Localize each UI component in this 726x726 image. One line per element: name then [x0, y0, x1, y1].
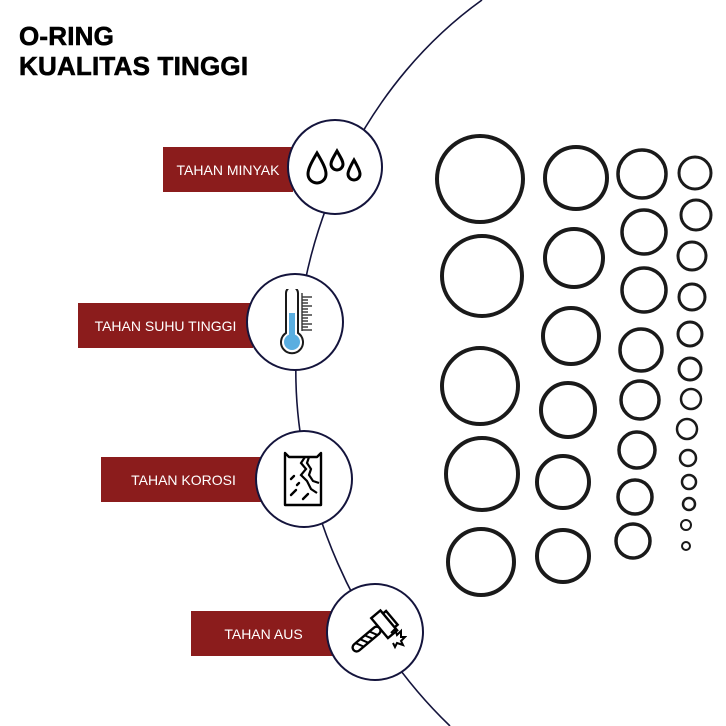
thermometer-icon — [280, 289, 312, 355]
oring — [619, 379, 661, 421]
oring — [680, 519, 692, 531]
oil-drops-icon — [306, 147, 362, 185]
feature-label-oil: TAHAN MINYAK — [163, 147, 293, 192]
page-title: O-RING KUALITAS TINGGI — [19, 21, 249, 82]
oring — [444, 436, 520, 512]
feature-label-heat: TAHAN SUHU TINGGI — [78, 303, 253, 348]
oring — [617, 430, 657, 470]
feature-label-wear: TAHAN AUS — [191, 611, 336, 656]
oring — [620, 266, 668, 314]
oring — [678, 448, 698, 468]
feature-badge-corrosion — [255, 430, 353, 528]
feature-badge-wear — [326, 583, 424, 681]
oring — [616, 148, 668, 200]
oring — [446, 527, 516, 597]
oring — [440, 346, 520, 426]
oring — [681, 541, 691, 551]
oring-assortment — [435, 134, 713, 597]
oring — [543, 227, 605, 289]
hammer-wear-icon — [351, 608, 407, 653]
feature-label-text: TAHAN MINYAK — [176, 161, 280, 178]
title-line-1: O-RING — [19, 21, 115, 52]
oring — [620, 208, 668, 256]
oring — [677, 282, 707, 312]
oring — [440, 234, 524, 318]
oring — [539, 381, 597, 439]
oring — [676, 240, 708, 272]
oring — [435, 134, 525, 224]
feature-badge-oil — [287, 119, 383, 215]
oring — [676, 320, 704, 348]
oring — [543, 145, 609, 211]
oring — [535, 454, 591, 510]
feature-badge-heat — [246, 273, 344, 371]
corrosion-cracked-panel-icon — [283, 451, 323, 507]
oring — [614, 522, 652, 560]
oring — [618, 327, 664, 373]
oring — [679, 387, 703, 411]
oring — [679, 198, 713, 232]
feature-label-text: TAHAN KOROSI — [131, 471, 236, 488]
oring — [677, 155, 713, 191]
oring — [675, 417, 699, 441]
oring — [681, 496, 697, 512]
oring — [535, 528, 591, 584]
feature-label-text: TAHAN AUS — [224, 625, 303, 642]
feature-label-corrosion: TAHAN KOROSI — [101, 457, 266, 502]
title-line-2: KUALITAS TINGGI — [19, 51, 249, 82]
oring — [541, 306, 601, 366]
oring — [616, 478, 654, 516]
oring — [680, 473, 698, 491]
feature-label-text: TAHAN SUHU TINGGI — [94, 317, 237, 334]
oring — [677, 356, 703, 382]
